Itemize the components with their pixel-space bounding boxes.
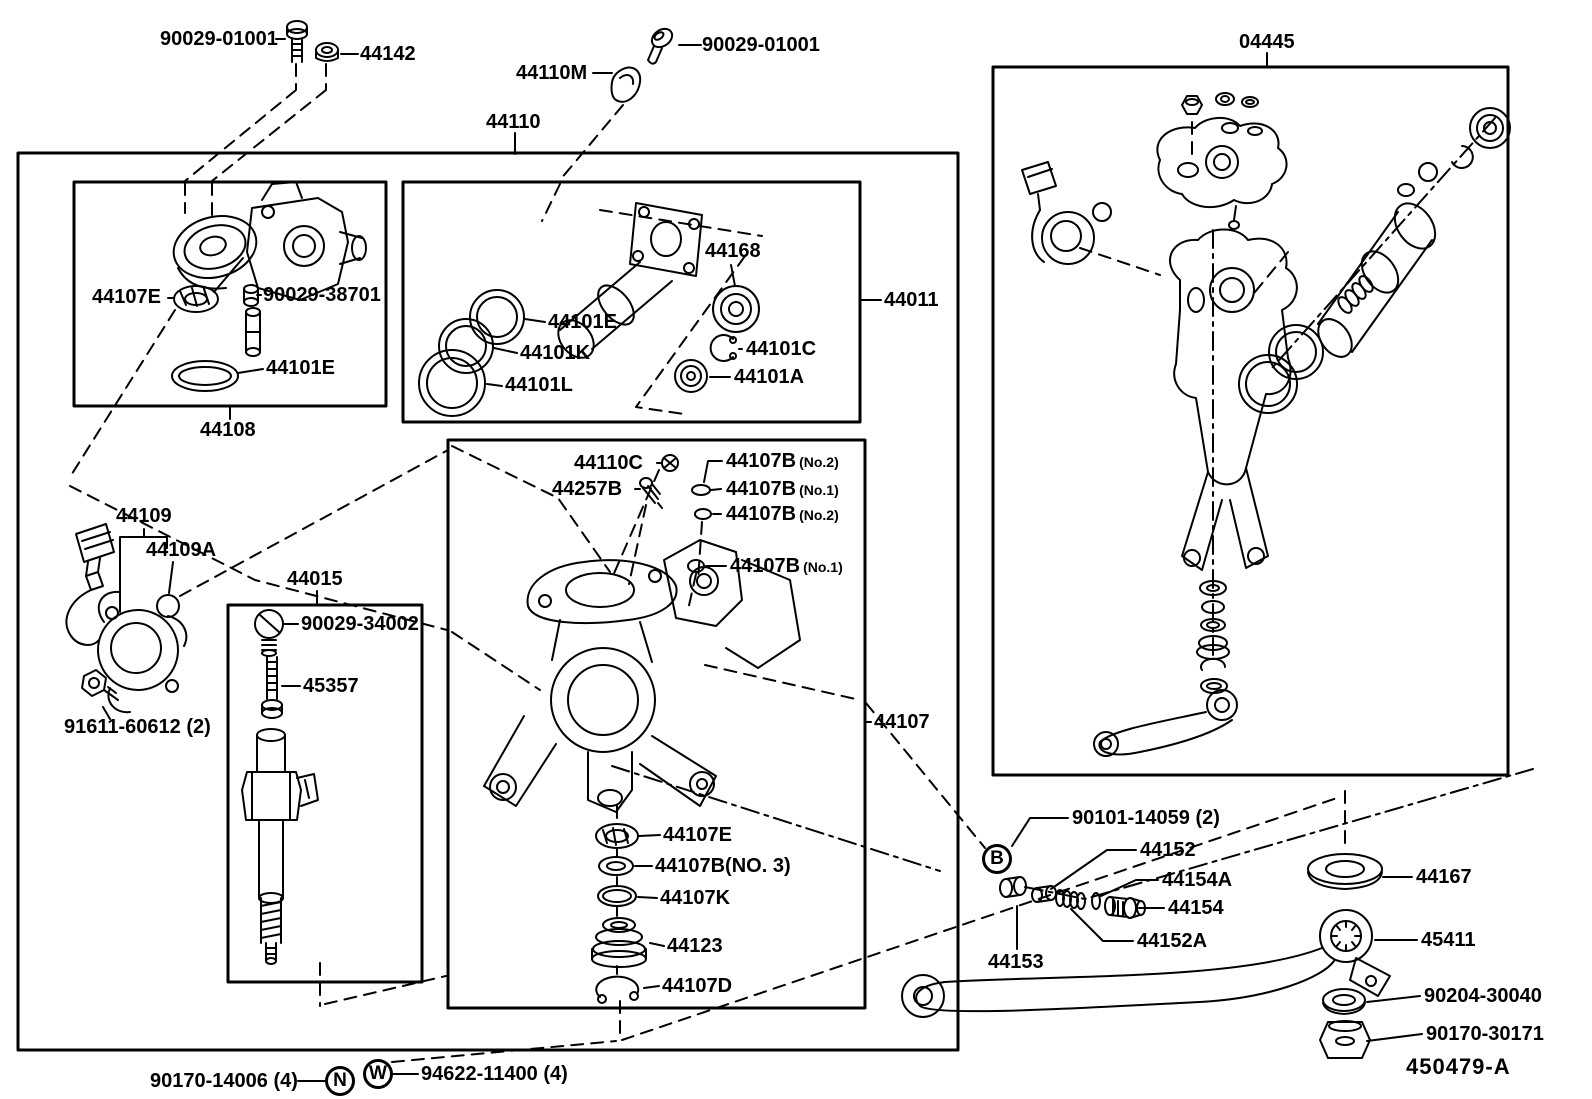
- part-label-44110m: 44110M: [516, 62, 588, 84]
- part-label-90029-34002: 90029-34002: [301, 613, 419, 635]
- part-label-44107b-no1-upper: 44107B(No.1): [726, 478, 839, 501]
- part-label-44101e-a: 44101E: [266, 357, 335, 379]
- plug-90029-38701-icon: [243, 284, 261, 357]
- oring-44101e-icon-a: [171, 360, 239, 392]
- part-label-04445: 04445: [1239, 31, 1295, 53]
- box-44107-housing: [446, 438, 867, 1010]
- part-label-44101c: 44101C: [746, 338, 817, 360]
- part-number: 44107B: [726, 503, 797, 525]
- bolt-icon-top-right: [647, 27, 674, 65]
- part-label-44107: 44107: [874, 711, 930, 733]
- part-label-90170-14006: 90170-14006 (4): [150, 1070, 298, 1092]
- part-label-44154a: 44154A: [1162, 869, 1233, 891]
- part-label-44152a: 44152A: [1137, 930, 1208, 952]
- steering-sensor-drawing: [65, 523, 188, 714]
- part-label-44107b-no2-upper: 44107B(No.2): [726, 450, 839, 473]
- part-label-44101k: 44101K: [520, 342, 591, 364]
- nut-90170-30171-icon: [1319, 1020, 1371, 1059]
- clamp-icon-44110m: [610, 66, 642, 103]
- bolt-44110c-icon: [661, 454, 679, 472]
- part-label-44123: 44123: [667, 935, 723, 957]
- part-label-44257b: 44257B: [552, 478, 623, 500]
- snap-ring-44101c-icon: [709, 334, 737, 362]
- sheet-code: 450479-A: [1406, 1054, 1511, 1079]
- part-label-44011: 44011: [884, 289, 939, 311]
- part-label-44107k: 44107K: [660, 887, 731, 909]
- part-label-90170-30171: 90170-30171: [1426, 1023, 1544, 1045]
- part-label-44109a: 44109A: [146, 539, 217, 561]
- part-number: 44107B: [726, 450, 797, 472]
- part-label-90204-30040: 90204-30040: [1424, 985, 1542, 1007]
- detail-marker-n: N: [325, 1066, 355, 1096]
- part-number-suffix: (No.2): [799, 507, 839, 523]
- part-label-44168: 44168: [705, 240, 761, 262]
- part-label-44142: 44142: [360, 43, 416, 65]
- nut-icon-44142: [315, 42, 339, 62]
- part-label-44152: 44152: [1140, 839, 1196, 861]
- part-label-44015: 44015: [287, 568, 343, 590]
- seal-44101a-icon: [674, 359, 708, 393]
- part-label-45411: 45411: [1421, 929, 1476, 951]
- bearing-44168-icon: [712, 285, 760, 333]
- power-steering-pump-drawing: [172, 181, 367, 301]
- detail-marker-b: B: [982, 844, 1012, 874]
- detail-marker-w: W: [363, 1059, 393, 1089]
- part-label-44101l: 44101L: [505, 374, 573, 396]
- part-label-44110: 44110: [486, 111, 541, 133]
- bolt-icon-top-left: [286, 20, 308, 63]
- assembly-dashed-lines: [69, 63, 1346, 1063]
- ring-44101l-icon: [418, 349, 486, 417]
- part-label-90029-01001-top-left: 90029-01001: [160, 28, 278, 50]
- part-label-91611-60612: 91611-60612 (2): [64, 716, 211, 738]
- part-label-90029-01001-top-right: 90029-01001: [702, 34, 820, 56]
- bolt-91611-icon: [81, 669, 119, 701]
- part-label-90101-14059: 90101-14059 (2): [1072, 807, 1220, 829]
- housing-seal-stack-icons: [591, 823, 647, 1004]
- part-number-suffix: (No.1): [803, 559, 843, 575]
- part-label-44107b-no1-lower: 44107B(No.1): [730, 555, 843, 578]
- control-valve-column-drawing: [557, 202, 703, 359]
- worm-shaft-drawing: [241, 609, 319, 965]
- part-label-94622-11400: 94622-11400 (4): [421, 1063, 568, 1085]
- part-label-44107e-b: 44107E: [663, 824, 732, 846]
- part-label-44153: 44153: [988, 951, 1044, 973]
- overhaul-kit-drawing: [1021, 92, 1511, 757]
- dust-seal-44167-icon: [1307, 853, 1383, 890]
- adjusting-screw-parts-icons: [999, 876, 1146, 919]
- part-number-suffix: (No.1): [799, 482, 839, 498]
- box-04445-overhaul-kit: [991, 65, 1510, 777]
- part-label-90029-38701: 90029-38701: [263, 284, 381, 306]
- part-label-44101a: 44101A: [734, 366, 805, 388]
- part-number: 44107B: [730, 555, 801, 577]
- oring-44107b-icons: [687, 484, 712, 573]
- box-44015-shaft: [226, 603, 424, 984]
- part-label-44108: 44108: [200, 419, 256, 441]
- ring-44101k-icon: [438, 318, 494, 374]
- screw-44257b-icon: [639, 477, 663, 509]
- part-label-45357: 45357: [303, 675, 359, 697]
- part-label-44107d: 44107D: [662, 975, 733, 997]
- oring-44101e-icon-b: [469, 289, 525, 345]
- part-label-44109: 44109: [116, 505, 172, 527]
- part-number: 44107B: [726, 478, 797, 500]
- part-label-44107b-no3: 44107B(NO. 3): [655, 855, 791, 877]
- oring-44109a-icon: [156, 594, 180, 618]
- part-label-44107e-a: 44107E: [92, 286, 161, 308]
- part-label-44110c: 44110C: [574, 452, 643, 474]
- part-number-suffix: (No.2): [799, 454, 839, 470]
- box-44011-valve: [401, 180, 862, 424]
- part-label-44154: 44154: [1168, 897, 1224, 919]
- washer-90204-icon: [1322, 988, 1366, 1015]
- leader-lines: [102, 38, 1423, 1082]
- part-label-44167: 44167: [1416, 866, 1472, 888]
- pitman-arm-45411-drawing: [901, 909, 1391, 1018]
- part-label-44107b-no2-lower: 44107B(No.2): [726, 503, 839, 526]
- gear-housing-drawing: [483, 539, 801, 813]
- main-assembly-box: [16, 151, 960, 1052]
- part-label-44101e-b: 44101E: [548, 311, 617, 333]
- assembly-boxes: [16, 65, 1510, 1052]
- seal-44107e-icon: [173, 285, 219, 313]
